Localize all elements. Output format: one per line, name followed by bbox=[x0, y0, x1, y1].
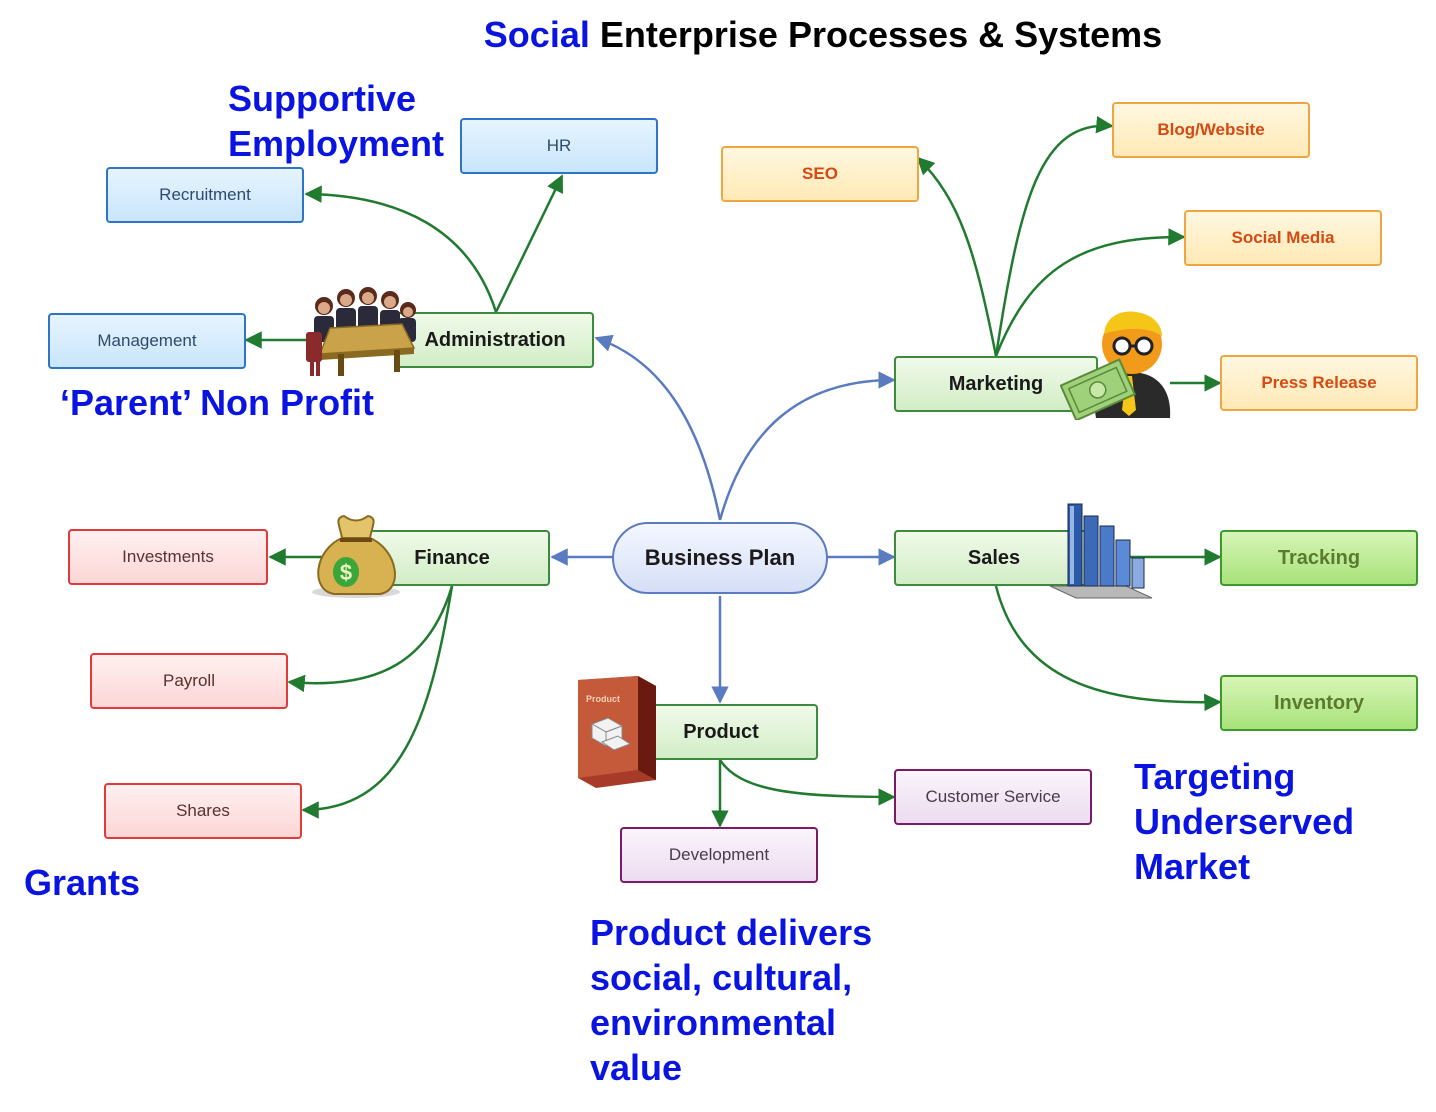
meeting-people-icon bbox=[306, 287, 416, 376]
annotation-parent-non-profit: ‘Parent’ Non Profit bbox=[60, 382, 375, 423]
node-development[interactable]: Development bbox=[620, 827, 818, 883]
businessman-cash-icon bbox=[1060, 311, 1171, 420]
connector-plan-marketing bbox=[718, 371, 896, 521]
connector-finance-shares bbox=[301, 585, 454, 819]
node-payroll[interactable]: Payroll bbox=[90, 653, 288, 709]
product-box-icon: Product bbox=[578, 676, 656, 788]
node-press-release[interactable]: Press Release bbox=[1220, 355, 1418, 411]
node-inventory[interactable]: Inventory bbox=[1220, 675, 1418, 731]
annotation-product-value: Product delivers social, cultural, envir… bbox=[590, 912, 873, 1088]
title-accent: Social bbox=[483, 14, 590, 55]
node-sales[interactable]: Sales bbox=[894, 530, 1094, 586]
connector-marketing-seo bbox=[916, 156, 998, 357]
annotation-grants: Grants bbox=[24, 862, 141, 903]
node-recruitment[interactable]: Recruitment bbox=[106, 167, 304, 223]
money-bag-icon: $ bbox=[312, 514, 400, 598]
connector-marketing-blog bbox=[994, 115, 1114, 357]
node-product[interactable]: Product bbox=[624, 704, 818, 760]
connector-marketing-social bbox=[994, 228, 1186, 357]
product-box-label: Product bbox=[586, 694, 620, 704]
connector-sales-inventory bbox=[994, 585, 1222, 712]
diagram-title: Social Enterprise Processes & Systems bbox=[0, 14, 1436, 56]
node-seo[interactable]: SEO bbox=[721, 146, 919, 202]
node-management[interactable]: Management bbox=[48, 313, 246, 369]
connector-product-customer bbox=[718, 759, 896, 806]
annotation-targeting-market: Targeting Underserved Market bbox=[1134, 756, 1355, 887]
node-blog-website[interactable]: Blog/Website bbox=[1112, 102, 1310, 158]
connector-finance-payroll bbox=[287, 585, 454, 693]
bar-chart-icon bbox=[1049, 503, 1153, 599]
node-tracking[interactable]: Tracking bbox=[1220, 530, 1418, 586]
node-shares[interactable]: Shares bbox=[104, 783, 302, 839]
node-investments[interactable]: Investments bbox=[68, 529, 268, 585]
annotation-supportive-employment: Supportive Employment bbox=[228, 78, 445, 164]
connector-plan-administration bbox=[594, 334, 722, 521]
node-social-media[interactable]: Social Media bbox=[1184, 210, 1382, 266]
node-business-plan[interactable]: Business Plan bbox=[612, 522, 828, 594]
node-finance[interactable]: Finance bbox=[354, 530, 550, 586]
node-administration[interactable]: Administration bbox=[396, 312, 594, 368]
money-symbol: $ bbox=[340, 560, 352, 585]
node-customer-service[interactable]: Customer Service bbox=[894, 769, 1092, 825]
connector-admin-recruitment bbox=[304, 185, 498, 313]
node-hr[interactable]: HR bbox=[460, 118, 658, 174]
connector-admin-hr bbox=[494, 174, 564, 313]
title-rest: Enterprise Processes & Systems bbox=[599, 14, 1163, 55]
